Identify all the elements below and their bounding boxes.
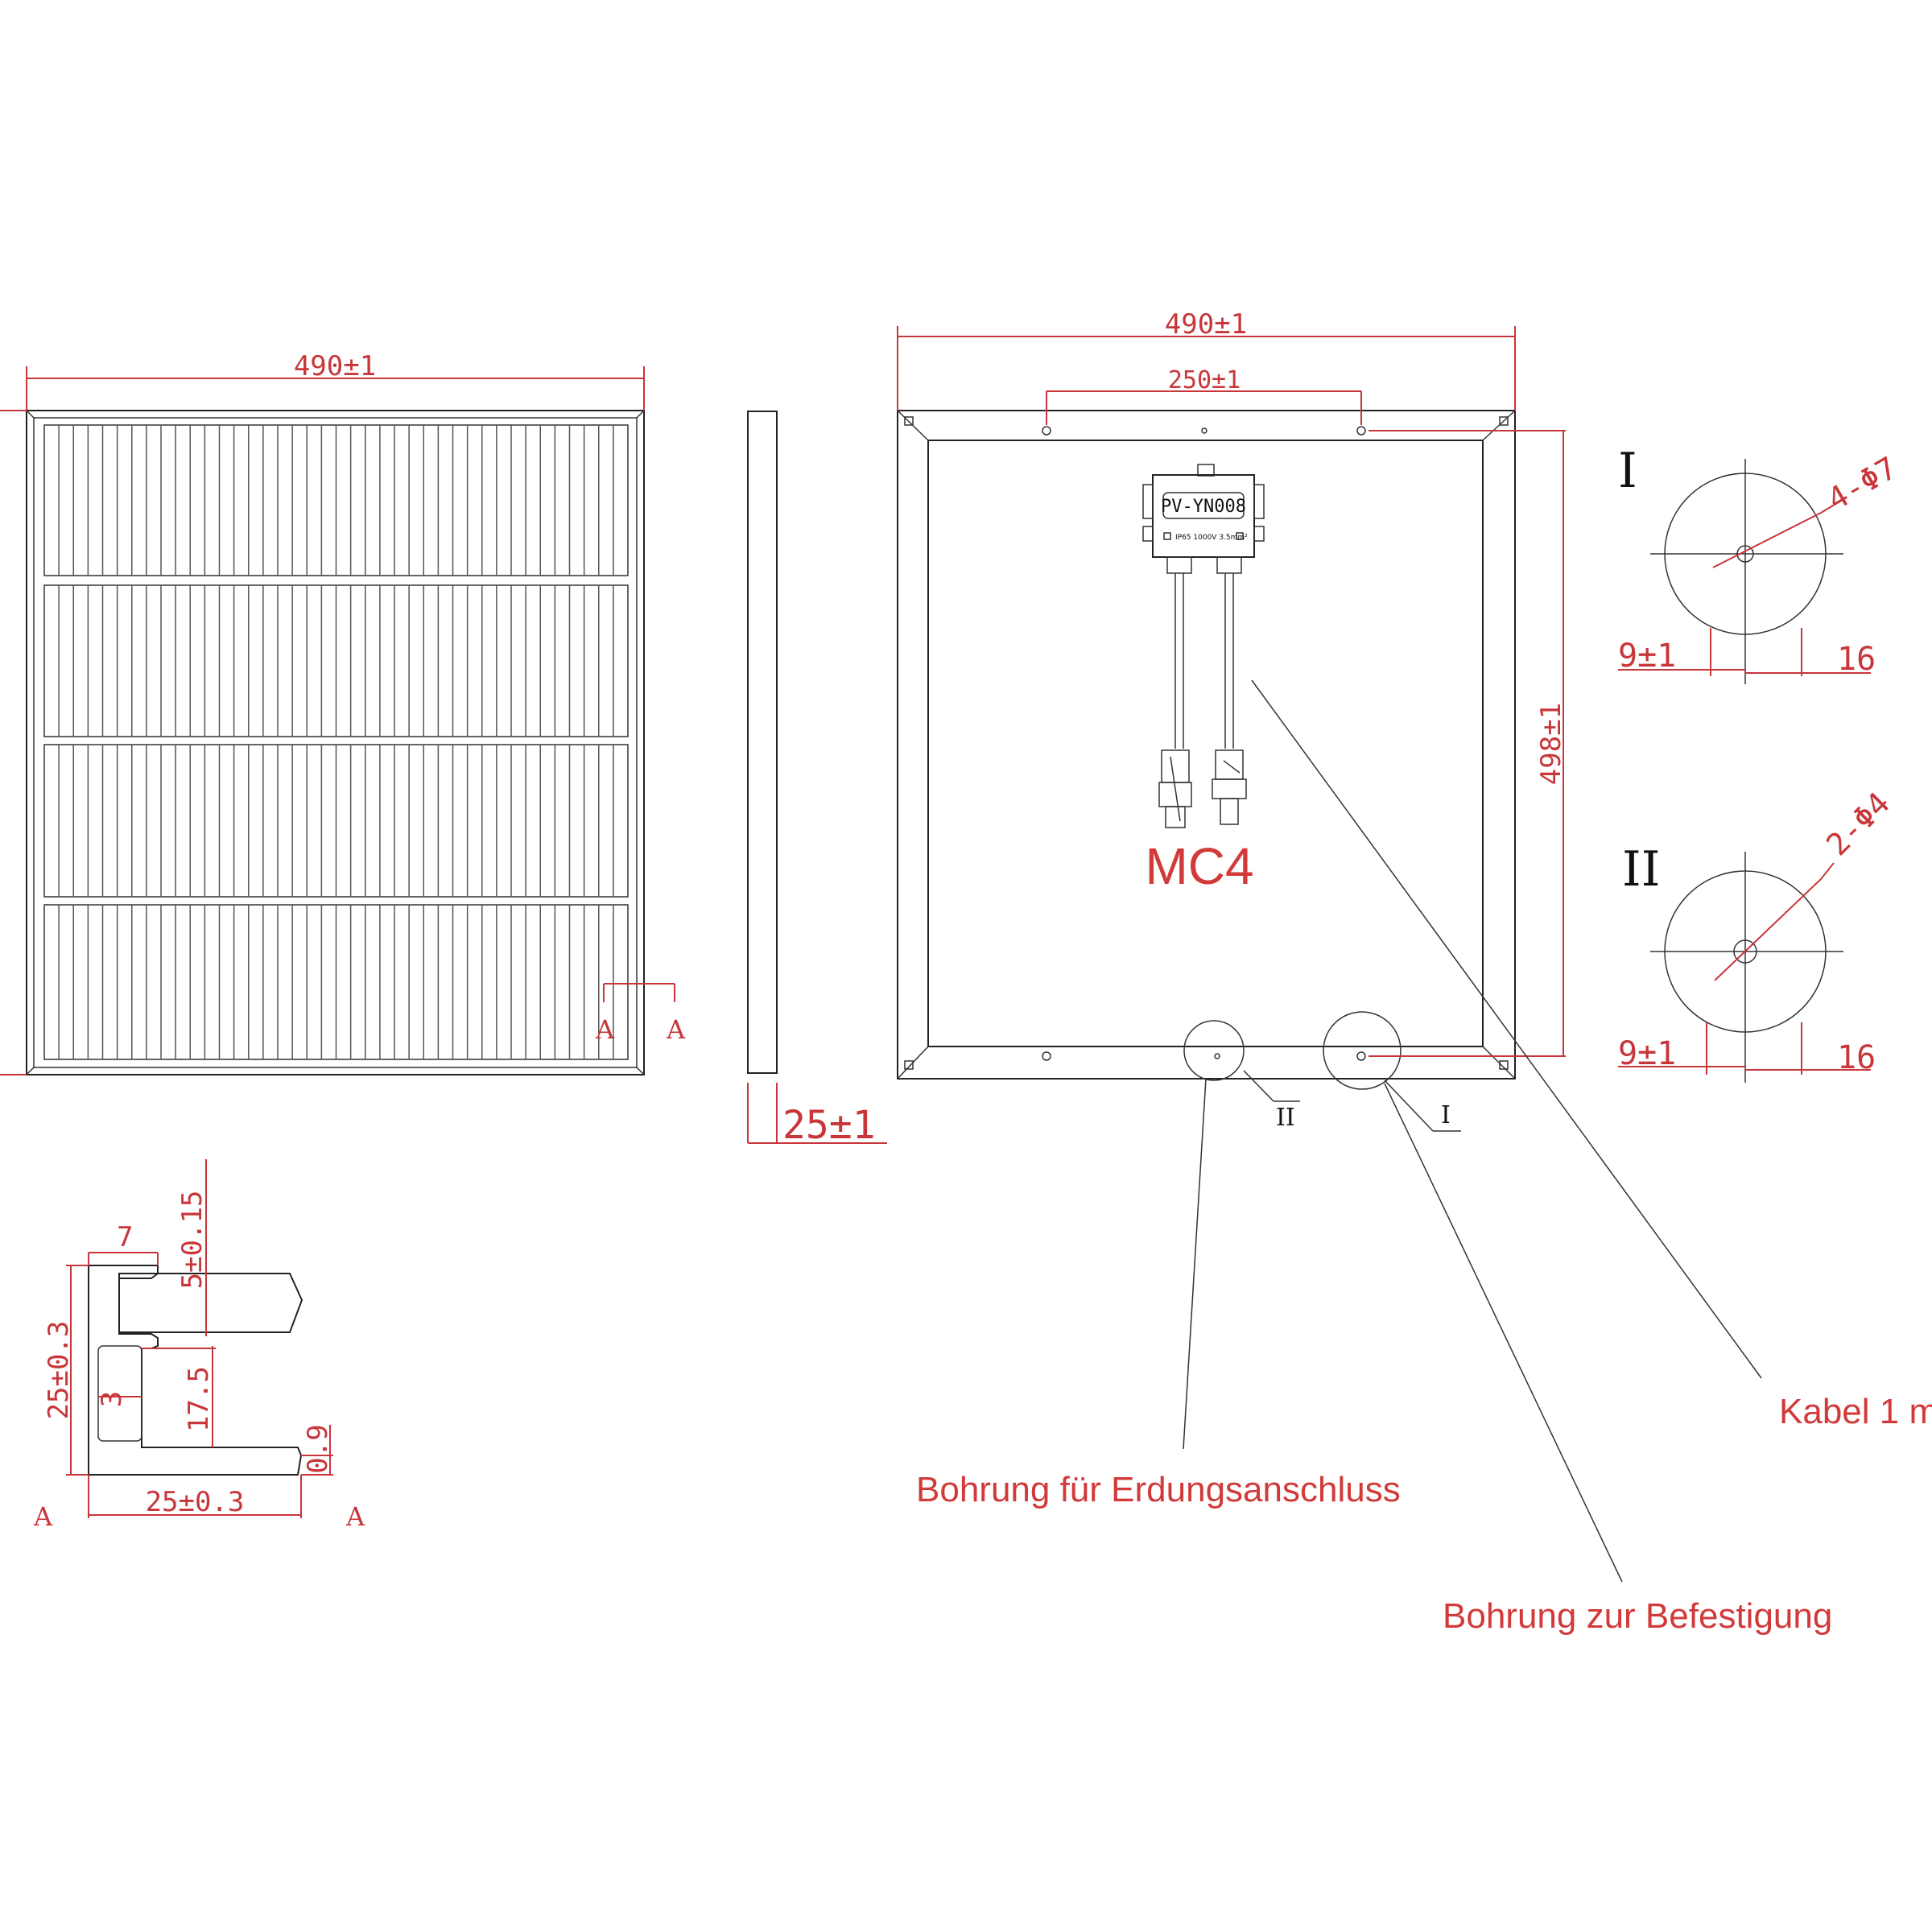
- detail-i: I 4-Φ7 9±1 16: [1618, 443, 1903, 684]
- label-fixing-hole: Bohrung zur Befestigung: [1443, 1596, 1832, 1636]
- leader-ground-hole: [1183, 1078, 1207, 1450]
- mount-hole: [1356, 426, 1366, 436]
- section-aa-mark-left: A: [33, 1501, 53, 1532]
- detail-ii-roman: II: [1622, 841, 1660, 898]
- detail-i-roman: I: [1618, 443, 1637, 499]
- mc4-connector-right: [1212, 749, 1247, 825]
- rear-height-label: 498±1: [1535, 703, 1567, 785]
- callout-label-ground: II: [1276, 1104, 1295, 1132]
- section-dim-glass: 5±0.15: [176, 1191, 208, 1290]
- section-aa-mark-right: A: [345, 1501, 365, 1532]
- callout-label-fix: I: [1441, 1101, 1451, 1129]
- detail-ii-right-dim: 16: [1837, 1039, 1876, 1076]
- detail-i-right-dim: 16: [1837, 641, 1876, 678]
- mount-hole: [1356, 1051, 1366, 1061]
- mc4-connector-left: [1158, 749, 1192, 828]
- detail-ii: II 2-Φ4 9±1 16: [1618, 786, 1897, 1083]
- junction-box-model: PV-YN008: [1161, 497, 1246, 517]
- callout-circle-ground: [1183, 1020, 1245, 1081]
- leader-fixing-hole: [1384, 1083, 1623, 1583]
- junction-box: PV-YN008 IP65 1000V 3.5mm²: [1142, 464, 1265, 574]
- rear-width-dimension: 490±1: [897, 308, 1516, 411]
- rear-view: II I 490±1 250±1 498±1: [897, 308, 1567, 1132]
- mount-hole: [1042, 426, 1051, 436]
- section-mark-right: A: [666, 1014, 686, 1045]
- rear-frame-outer: [897, 410, 1516, 1080]
- front-width-dimension: 490±1: [26, 350, 645, 411]
- section-dim-width: 25±0.3: [146, 1486, 245, 1518]
- detail-i-hole-dim: 4-Φ7: [1822, 450, 1903, 518]
- rear-height-dimension: 498±1: [1368, 430, 1567, 1057]
- section-dim-7: 7: [117, 1221, 133, 1253]
- detail-ii-hole-dim: 2-Φ4: [1819, 786, 1897, 863]
- front-width-label: 490±1: [294, 350, 376, 382]
- section-dim-17-5: 17.5: [183, 1366, 215, 1432]
- section-dim-0-9: 0.9: [302, 1424, 334, 1473]
- section-mark-left: A: [595, 1014, 615, 1045]
- detail-ii-left-dim: 9±1: [1618, 1035, 1676, 1072]
- solar-cell-grid: [43, 424, 629, 1060]
- cable-leads: [1174, 573, 1234, 749]
- detail-i-left-dim: 9±1: [1618, 638, 1676, 675]
- ground-hole: [1214, 1053, 1220, 1059]
- section-aa: 7 5±0.15 25±0.3 3 17.5 0.9 25±0.3 A A: [33, 1159, 365, 1532]
- detail-i-hole: [1736, 545, 1754, 563]
- frame-cavity: [97, 1345, 142, 1442]
- side-thickness-label: 25±1: [782, 1103, 876, 1148]
- section-dim-3: 3: [96, 1391, 128, 1407]
- annotation-leaders: [1183, 679, 1762, 1583]
- mount-hole: [1042, 1051, 1051, 1061]
- front-frame-outer: [26, 410, 645, 1075]
- detail-ii-hole: [1733, 939, 1757, 964]
- frame-profile: [88, 1265, 303, 1476]
- rear-frame-inner: [927, 440, 1484, 1047]
- leader-cable: [1251, 679, 1762, 1379]
- label-ground-hole: Bohrung für Erdungsanschluss: [916, 1470, 1401, 1509]
- section-dim-height: 25±0.3: [43, 1321, 75, 1420]
- hole-spacing-label: 250±1: [1168, 366, 1241, 394]
- callout-circle-fix: [1323, 1011, 1402, 1090]
- side-frame: [747, 411, 778, 1074]
- rear-width-label: 490±1: [1165, 308, 1247, 341]
- label-cable: Kabel 1 m: [1779, 1392, 1932, 1431]
- junction-box-spec: IP65 1000V 3.5mm²: [1175, 534, 1248, 542]
- section-marker-aa: A A: [595, 983, 686, 1045]
- glass-laminate: [118, 1273, 303, 1333]
- front-view: 490±1 A A: [0, 350, 686, 1075]
- front-frame-inner: [33, 417, 638, 1068]
- mc4-label: MC4: [1145, 837, 1253, 895]
- hole-spacing-dimension: 250±1: [1046, 366, 1362, 425]
- side-view: 25±1: [747, 411, 887, 1148]
